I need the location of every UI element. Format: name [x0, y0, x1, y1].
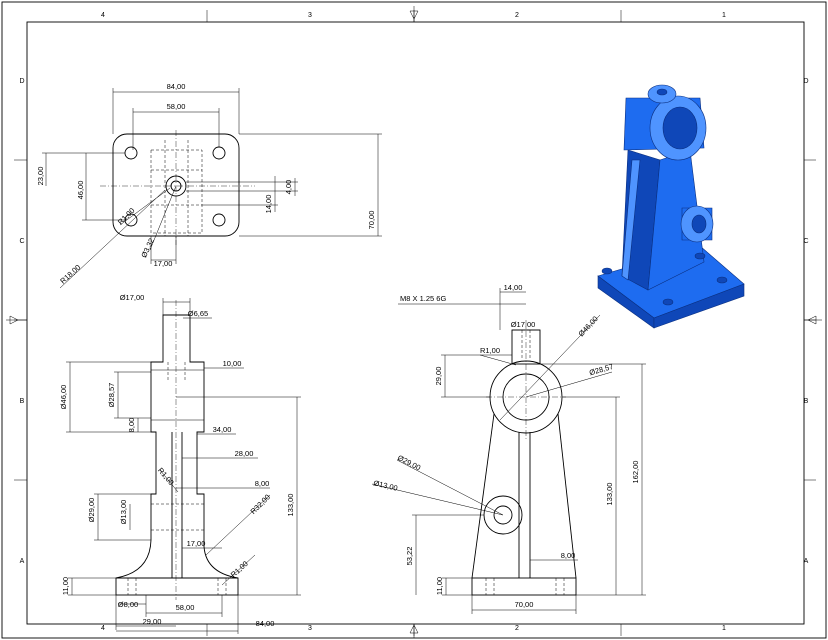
- side-base: [115, 577, 239, 596]
- iso-upper-bore-shape: [662, 106, 698, 150]
- dim-side-r1a: R1,00: [156, 466, 176, 487]
- iso-foot-hole-1-shape: [601, 267, 613, 275]
- centering-mark-left: [6, 315, 27, 325]
- zone-col-bottom-1: 1: [722, 625, 726, 632]
- dim-front-133: 133,00: [605, 483, 614, 506]
- iso-lower-hole-shape: [691, 214, 707, 234]
- dim-top-46: 46,00: [76, 181, 85, 200]
- zone-row-right-b: B: [804, 398, 809, 405]
- dim-front-phi13: Ø13,00: [373, 478, 399, 492]
- iso-foot-hole-2-shape: [662, 298, 674, 306]
- dim-side-17: 17,00: [187, 539, 206, 548]
- iso-foot-hole-3-shape: [716, 276, 728, 284]
- iso-top-pin-hole-shape: [656, 88, 668, 96]
- dim-side-phi8: Ø8,00: [118, 600, 138, 609]
- dim-side-phi46: Ø46,00: [59, 385, 68, 410]
- zone-row-left-d: D: [19, 78, 24, 85]
- dim-side-phi13: Ø13,00: [119, 500, 128, 525]
- dim-top-r18: R18,00: [58, 263, 82, 286]
- dim-side-28: 28,00: [235, 449, 254, 458]
- zone-col-top-3: 3: [308, 12, 312, 19]
- side-profile: [115, 314, 239, 579]
- iso-base-right-shape: [653, 283, 745, 329]
- dim-side-34: 34,00: [213, 425, 232, 434]
- dim-side-84: 84,00: [256, 619, 275, 628]
- zone-row-right-a: A: [804, 558, 809, 565]
- dim-front-r1: R1,00: [480, 346, 500, 355]
- dim-side-10: 10,00: [223, 359, 242, 368]
- dim-top-84: 84,00: [167, 82, 186, 91]
- dim-front-5322: 53,22: [405, 547, 414, 566]
- mount-hole-br: [212, 213, 226, 227]
- centering-mark-right: [804, 315, 822, 325]
- dim-front-14: 14,00: [504, 283, 523, 292]
- dim-side-phi29: Ø29,00: [87, 498, 96, 523]
- dim-front-70: 70,00: [515, 600, 534, 609]
- zone-col-top-2: 2: [515, 12, 519, 19]
- zone-col-bottom-4: 4: [101, 625, 105, 632]
- dim-front-phi17: Ø17,00: [511, 320, 536, 329]
- dim-top-17: 17,00: [154, 259, 173, 268]
- zone-col-top-1: 1: [722, 12, 726, 19]
- zone-row-right-d: D: [803, 78, 808, 85]
- dim-front-29: 29,00: [434, 367, 443, 386]
- mount-hole-tl: [124, 146, 138, 160]
- centering-mark-top: [409, 6, 419, 22]
- dim-front-11: 11,00: [435, 577, 444, 595]
- zone-col-bottom-2: 2: [515, 625, 519, 632]
- dim-front-8: 8,00: [561, 551, 576, 560]
- dim-side-58: 58,00: [176, 603, 195, 612]
- dim-side-r1b: R1,00: [229, 559, 250, 579]
- side-view: Ø17,00 Ø6,65 10,00 Ø46,00 Ø28,57 8,00 34…: [59, 293, 301, 634]
- dim-side-11: 11,00: [61, 577, 70, 595]
- dim-top-4: 4,00: [284, 180, 293, 195]
- dim-side-8b: 8,00: [255, 479, 270, 488]
- dim-side-phi2857: Ø28,57: [107, 383, 116, 408]
- zone-row-left-c: C: [19, 238, 24, 245]
- iso-rib-shape: [621, 159, 641, 281]
- dim-side-8a: 8,00: [127, 418, 136, 433]
- front-view: M8 X 1.25 6G 14,00 Ø17,00 Ø46,00 R1,00 Ø…: [371, 283, 646, 614]
- dim-side-133: 133,00: [286, 494, 295, 517]
- centering-mark-bottom: [409, 624, 419, 638]
- dim-front-thread: M8 X 1.25 6G: [400, 294, 446, 303]
- dim-side-r32: R32,00: [248, 492, 271, 515]
- top-view: 84,00 58,00 23,00 46,00 70,00 4,00 14,00…: [36, 82, 382, 289]
- mount-hole-tr: [212, 146, 226, 160]
- dim-side-phi17: Ø17,00: [120, 293, 145, 302]
- zone-row-left-b: B: [20, 398, 25, 405]
- dim-front-phi46: Ø46,00: [576, 314, 599, 338]
- isometric-view: [597, 84, 745, 329]
- dim-top-58: 58,00: [167, 102, 186, 111]
- dim-top-23: 23,00: [36, 167, 45, 186]
- front-base: [471, 577, 577, 596]
- dim-front-phi29: Ø29,00: [396, 453, 422, 472]
- dim-top-14: 14,00: [264, 195, 273, 214]
- dim-top-70: 70,00: [367, 211, 376, 230]
- dim-front-162: 162,00: [631, 461, 640, 484]
- zone-col-top-4: 4: [101, 12, 105, 19]
- front-lower-hole: [493, 505, 513, 525]
- hidden-column: [150, 149, 203, 234]
- dim-top-phi332: Ø3,32: [139, 237, 156, 259]
- zone-row-right-c: C: [803, 238, 808, 245]
- dim-side-phi665: Ø6,65: [188, 309, 208, 318]
- zone-row-left-a: A: [20, 558, 25, 565]
- dim-side-29: 29,00: [143, 617, 162, 626]
- iso-foot-hole-4-shape: [694, 252, 706, 260]
- zone-col-bottom-3: 3: [308, 625, 312, 632]
